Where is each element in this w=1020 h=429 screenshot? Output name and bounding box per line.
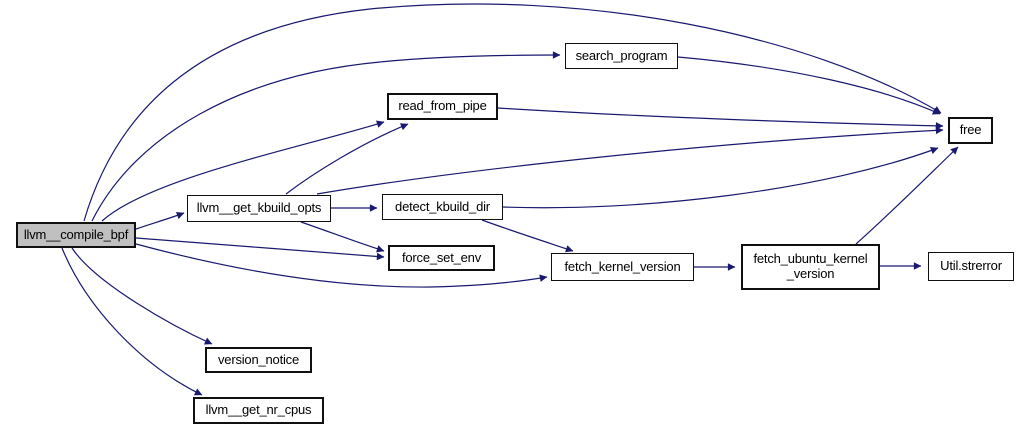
node-read_from_pipe[interactable]: read_from_pipe — [387, 93, 498, 120]
edge-llvm__get_kbuild_opts-force_set_env — [300, 221, 385, 253]
edge-fetch_ubuntu_kernel_version-free — [855, 146, 959, 245]
edge-llvm__compile_bpf-force_set_env — [135, 237, 385, 261]
edge-llvm__get_kbuild_opts-free — [316, 126, 944, 195]
node-llvm__get_nr_cpus[interactable]: llvm__get_nr_cpus — [193, 397, 324, 424]
node-detect_kbuild_dir[interactable]: detect_kbuild_dir — [382, 194, 503, 220]
node-fetch_ubuntu_kernel_version[interactable]: fetch_ubuntu_kernel _version — [741, 244, 880, 290]
edge-llvm__compile_bpf-free — [83, 3, 942, 222]
edge-detect_kbuild_dir-fetch_kernel_version — [481, 219, 574, 253]
node-free[interactable]: free — [948, 117, 993, 144]
edge-llvm__compile_bpf-llvm__get_kbuild_opts — [135, 211, 185, 230]
edge-llvm__get_kbuild_opts-read_from_pipe — [285, 123, 409, 195]
node-llvm__compile_bpf[interactable]: llvm__compile_bpf — [16, 222, 136, 248]
node-force_set_env[interactable]: force_set_env — [388, 245, 495, 271]
edge-llvm__compile_bpf-version_notice — [71, 247, 213, 345]
node-search_program[interactable]: search_program — [565, 43, 678, 69]
edge-llvm__compile_bpf-llvm__get_nr_cpus — [61, 247, 203, 396]
edge-search_program-free — [677, 56, 941, 115]
node-fetch_kernel_version[interactable]: fetch_kernel_version — [551, 253, 694, 281]
node-llvm__get_kbuild_opts[interactable]: llvm__get_kbuild_opts — [187, 195, 331, 222]
edge-detect_kbuild_dir-free — [502, 146, 939, 209]
edge-read_from_pipe-free — [497, 107, 944, 130]
node-util_strerror[interactable]: Util.strerror — [928, 252, 1014, 281]
node-version_notice[interactable]: version_notice — [205, 347, 312, 373]
